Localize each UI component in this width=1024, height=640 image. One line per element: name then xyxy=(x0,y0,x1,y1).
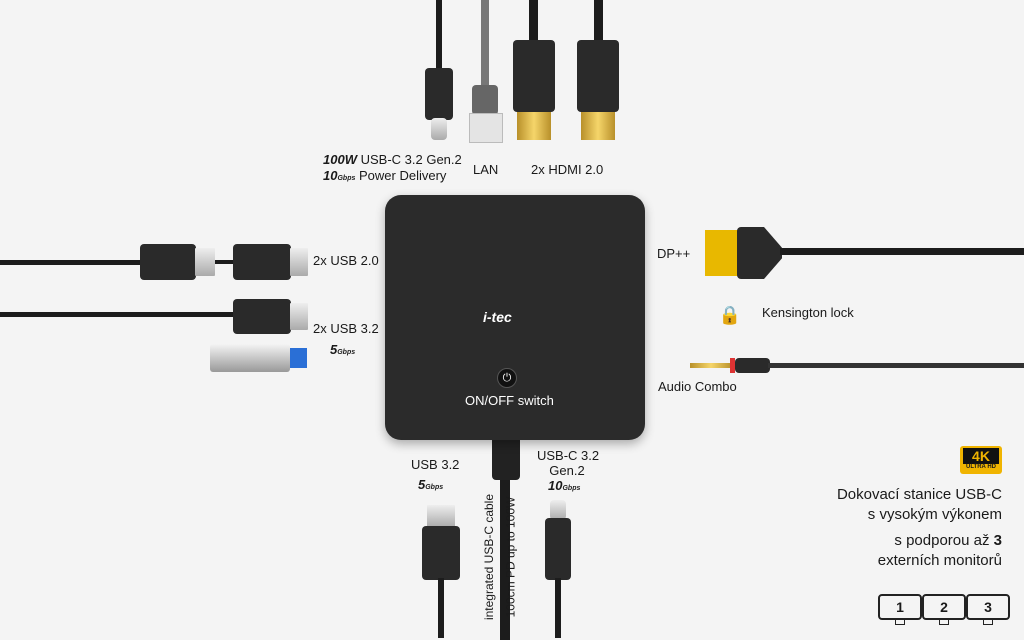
usb20-label: 2x USB 2.0 xyxy=(313,253,379,268)
monitor-icon-1: 1 xyxy=(878,594,922,625)
hdmi-plug-1 xyxy=(517,112,551,140)
usb32-cable xyxy=(0,312,235,317)
promo-line-1: Dokovací stanice USB-C xyxy=(836,486,1002,503)
monitor-icon-2: 2 xyxy=(922,594,966,625)
kensington-label: Kensington lock xyxy=(762,305,854,320)
usb20-connector-2 xyxy=(233,244,291,280)
bottom-usb-cable xyxy=(438,578,444,638)
integrated-cable xyxy=(500,470,510,640)
dp-cable xyxy=(780,248,1024,255)
promo-line-3: s podporou až 3 xyxy=(894,532,1002,549)
audio-connector xyxy=(735,358,770,373)
itec-logo: i-tec xyxy=(483,309,512,325)
dp-connector xyxy=(737,227,782,279)
lan-label: LAN xyxy=(473,162,499,177)
docking-station xyxy=(385,195,645,440)
lan-cable xyxy=(481,0,489,88)
bottom-usbc-connector xyxy=(545,518,571,580)
flash-drive-plug xyxy=(290,348,307,368)
hdmi-cable-2 xyxy=(594,0,603,42)
usbc-power-label: 100W USB-C 3.2 Gen.2 xyxy=(323,152,462,167)
usb20-cable-1 xyxy=(0,260,140,265)
promo-line-4: externích monitorů xyxy=(877,552,1002,569)
usb20-connector-1 xyxy=(140,244,196,280)
bottom-usbc-plug xyxy=(550,500,566,520)
dp-label: DP++ xyxy=(657,246,691,261)
lan-boot xyxy=(472,85,498,115)
dp-plug xyxy=(705,230,739,276)
lan-plug xyxy=(469,113,503,143)
bottom-usb-connector xyxy=(422,526,460,580)
cable-label-1: integrated USB-C cable xyxy=(482,493,497,621)
monitor-icon-3: 3 xyxy=(966,594,1010,625)
flash-drive xyxy=(210,344,290,372)
bottom-usb32-label: USB 3.2 xyxy=(411,457,460,472)
usbc-plug xyxy=(431,118,447,140)
usbc-cable xyxy=(436,0,442,70)
hdmi-cable-1 xyxy=(529,0,538,42)
usbc-speed-label: 10Gbps Power Delivery xyxy=(323,168,447,183)
usb32-plug xyxy=(290,303,308,330)
usb32-speed: 5Gbps xyxy=(330,342,356,357)
cable-label-2: 100cm PD up to 100W xyxy=(503,496,518,618)
bottom-usb-plug xyxy=(427,505,455,527)
audio-cable xyxy=(768,363,1024,368)
hdmi-connector-2 xyxy=(577,40,619,112)
usb20-plug-2 xyxy=(290,248,308,276)
audio-plug xyxy=(690,363,732,368)
kensington-lock-icon: 🔒 xyxy=(718,305,742,325)
switch-label: ON/OFF switch xyxy=(465,393,554,408)
audio-label: Audio Combo xyxy=(658,379,737,394)
bottom-usbc-cable xyxy=(555,578,561,638)
usb20-cable-2 xyxy=(215,260,235,264)
usb32-label: 2x USB 3.2 xyxy=(313,321,379,336)
usb20-plug-1 xyxy=(195,248,215,276)
promo-line-2: s vysokým výkonem xyxy=(867,506,1002,523)
usb32-connector xyxy=(233,299,291,334)
hdmi-label: 2x HDMI 2.0 xyxy=(531,162,604,177)
integrated-cable-strain-relief xyxy=(492,436,520,480)
power-button[interactable]: ⏻ xyxy=(497,368,517,388)
bottom-usbc-speed: 10Gbps xyxy=(548,478,581,493)
bottom-usb32-speed: 5Gbps xyxy=(418,477,444,492)
usbc-connector xyxy=(425,68,453,120)
hdmi-connector-1 xyxy=(513,40,555,112)
audio-ring xyxy=(730,358,735,373)
hdmi-plug-2 xyxy=(581,112,615,140)
